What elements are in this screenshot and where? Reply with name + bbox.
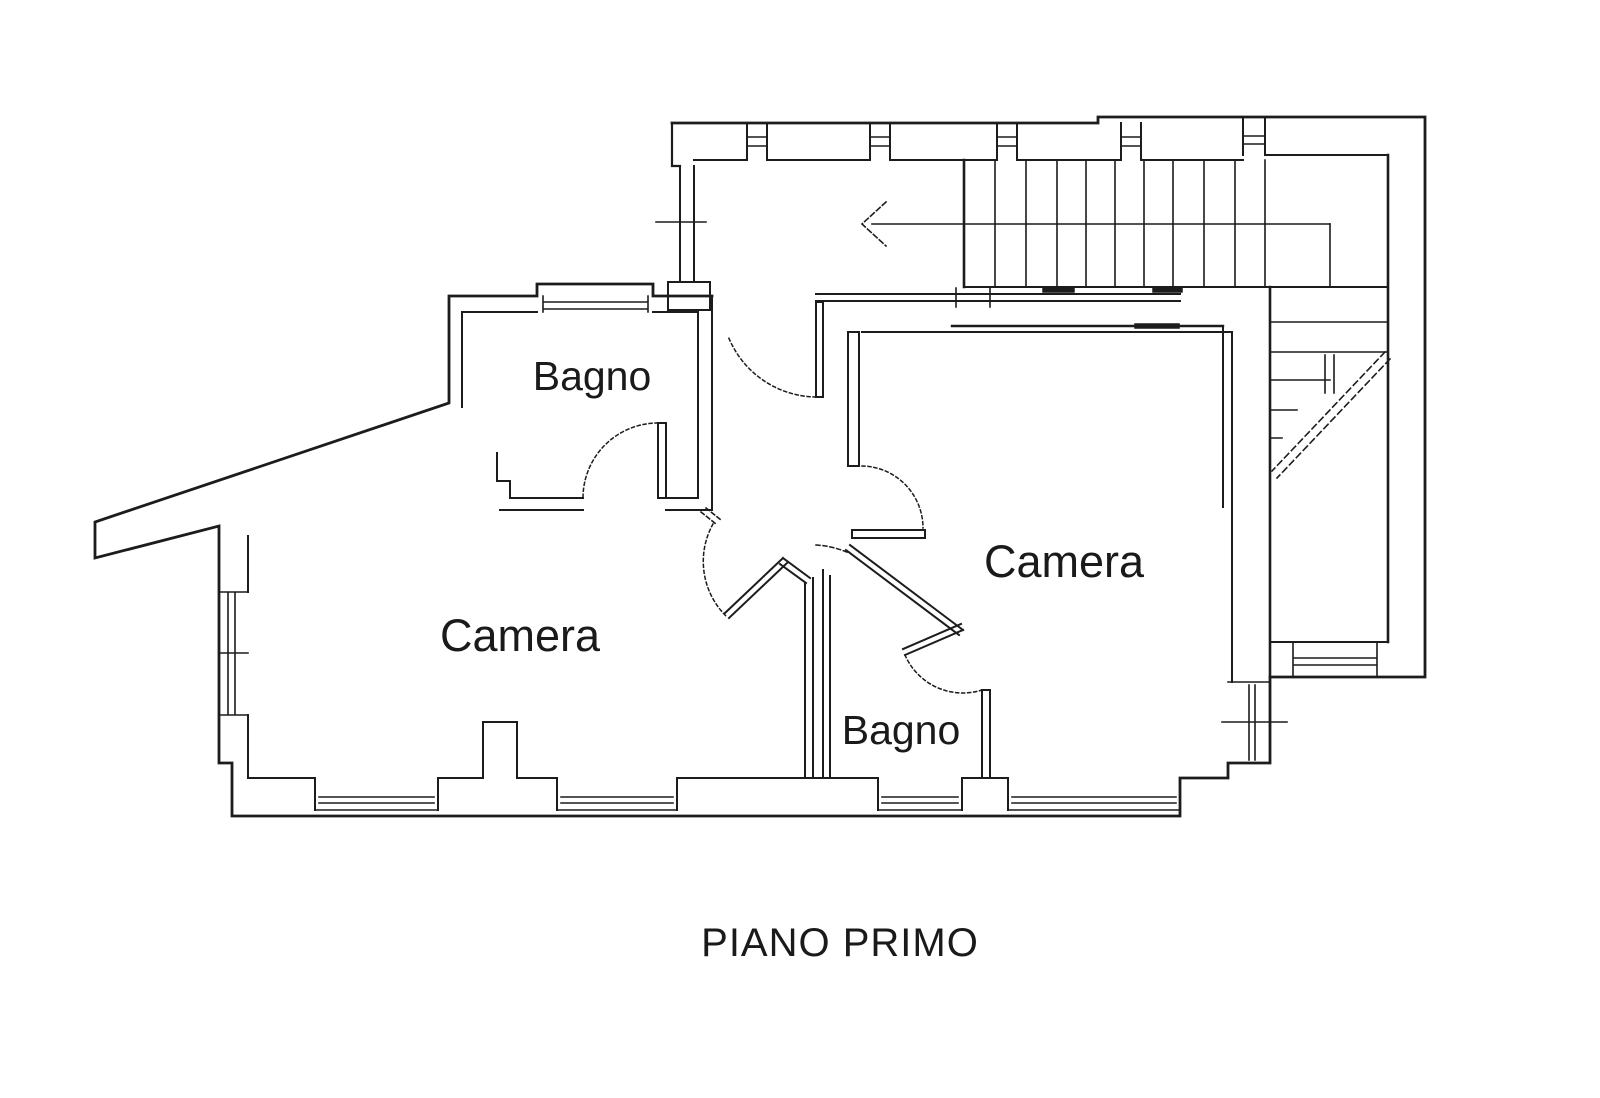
entry-pier — [655, 165, 711, 311]
door-swing-arc — [861, 465, 924, 529]
window-icon — [1007, 777, 1181, 811]
bagno-top-walls — [461, 295, 713, 511]
north-wall-band — [655, 117, 1389, 311]
landing-walls — [697, 287, 1181, 511]
window-icon — [877, 777, 963, 811]
south-windows — [314, 777, 1181, 811]
wall-pillar-icon — [1242, 117, 1266, 156]
bagno-top-window-icon — [542, 295, 649, 313]
south-wall-pier — [482, 721, 518, 779]
camera-right-east-window-icon — [1221, 684, 1288, 761]
wall-pillar-icon — [746, 122, 768, 161]
staircase — [860, 153, 1392, 679]
stair-tick-marks — [1324, 354, 1335, 394]
stair-direction-arrow-icon — [860, 200, 1331, 248]
wall-pillar-icon — [1120, 122, 1142, 161]
plan-title: PIANO PRIMO — [701, 921, 979, 965]
bagno-bottom-walls — [822, 569, 991, 779]
wall-pillar-icon — [869, 122, 891, 161]
hall-doors — [699, 301, 983, 694]
stair-break-line — [1270, 350, 1392, 480]
door-swing-arc — [582, 422, 659, 499]
stair-window-icon — [1292, 641, 1378, 678]
camera-left-door — [699, 506, 812, 620]
camera-left-walls — [218, 535, 1224, 779]
exterior-walls — [93, 115, 1427, 818]
door-swing-arc — [702, 522, 729, 619]
camera-right-door — [847, 331, 926, 539]
camera-left-west-window-icon — [218, 535, 249, 779]
door-swing-arc — [904, 654, 983, 694]
hall-north-door — [727, 301, 824, 398]
room-label-camera-right: Camera — [984, 536, 1145, 587]
bagno-bottom-door — [815, 543, 983, 694]
window-icon — [556, 777, 678, 811]
camera-right-walls — [861, 323, 1288, 761]
room-label-camera-left: Camera — [440, 610, 601, 661]
door-swing-arc — [727, 335, 817, 398]
bagno-top-door — [582, 422, 667, 499]
wall-pillar-icon — [996, 122, 1018, 161]
room-label-bagno-bottom: Bagno — [842, 707, 961, 753]
stair-treads-lower — [1269, 321, 1389, 439]
window-icon — [314, 777, 439, 811]
room-label-bagno-top: Bagno — [533, 353, 652, 399]
